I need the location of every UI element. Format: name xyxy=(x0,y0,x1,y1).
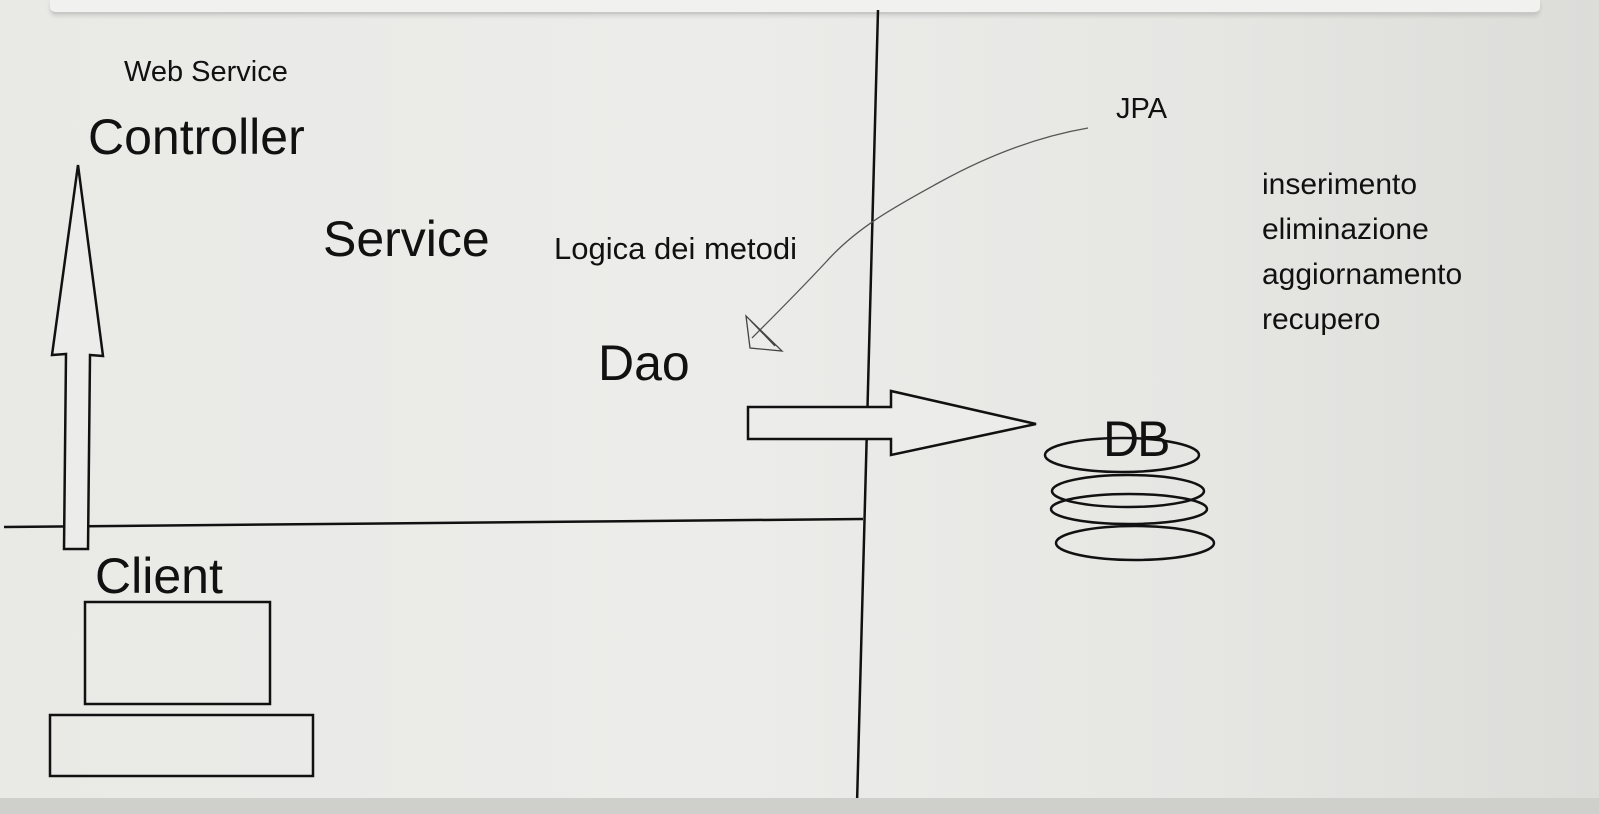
operation-item: inserimento xyxy=(1262,168,1418,201)
service-note-label: Logica dei metodi xyxy=(554,231,797,266)
controller-label: Controller xyxy=(88,109,305,165)
service-label: Service xyxy=(323,211,490,267)
database-operations-list: inserimento eliminazione aggiornamento r… xyxy=(1262,162,1462,342)
dao-label: Dao xyxy=(598,335,690,391)
client-up-arrow xyxy=(50,164,105,551)
db-label: DB xyxy=(1103,411,1170,467)
client-keyboard xyxy=(48,713,315,778)
web-service-label: Web Service xyxy=(124,56,288,88)
operation-item: aggiornamento xyxy=(1262,258,1463,291)
client-label: Client xyxy=(95,548,223,604)
dao-db-arrow xyxy=(746,389,1037,457)
operation-item: eliminazione xyxy=(1262,213,1429,246)
horizontal-divider xyxy=(3,517,864,529)
jpa-pointer-line xyxy=(751,127,1089,339)
operation-item: recupero xyxy=(1262,303,1381,336)
jpa-label: JPA xyxy=(1116,93,1168,125)
screen-top-edge xyxy=(50,0,1540,14)
screen-bottom-edge xyxy=(0,798,1599,814)
client-monitor xyxy=(83,600,272,706)
jpa-pointer-head xyxy=(745,314,784,352)
database-icon xyxy=(1043,436,1216,562)
